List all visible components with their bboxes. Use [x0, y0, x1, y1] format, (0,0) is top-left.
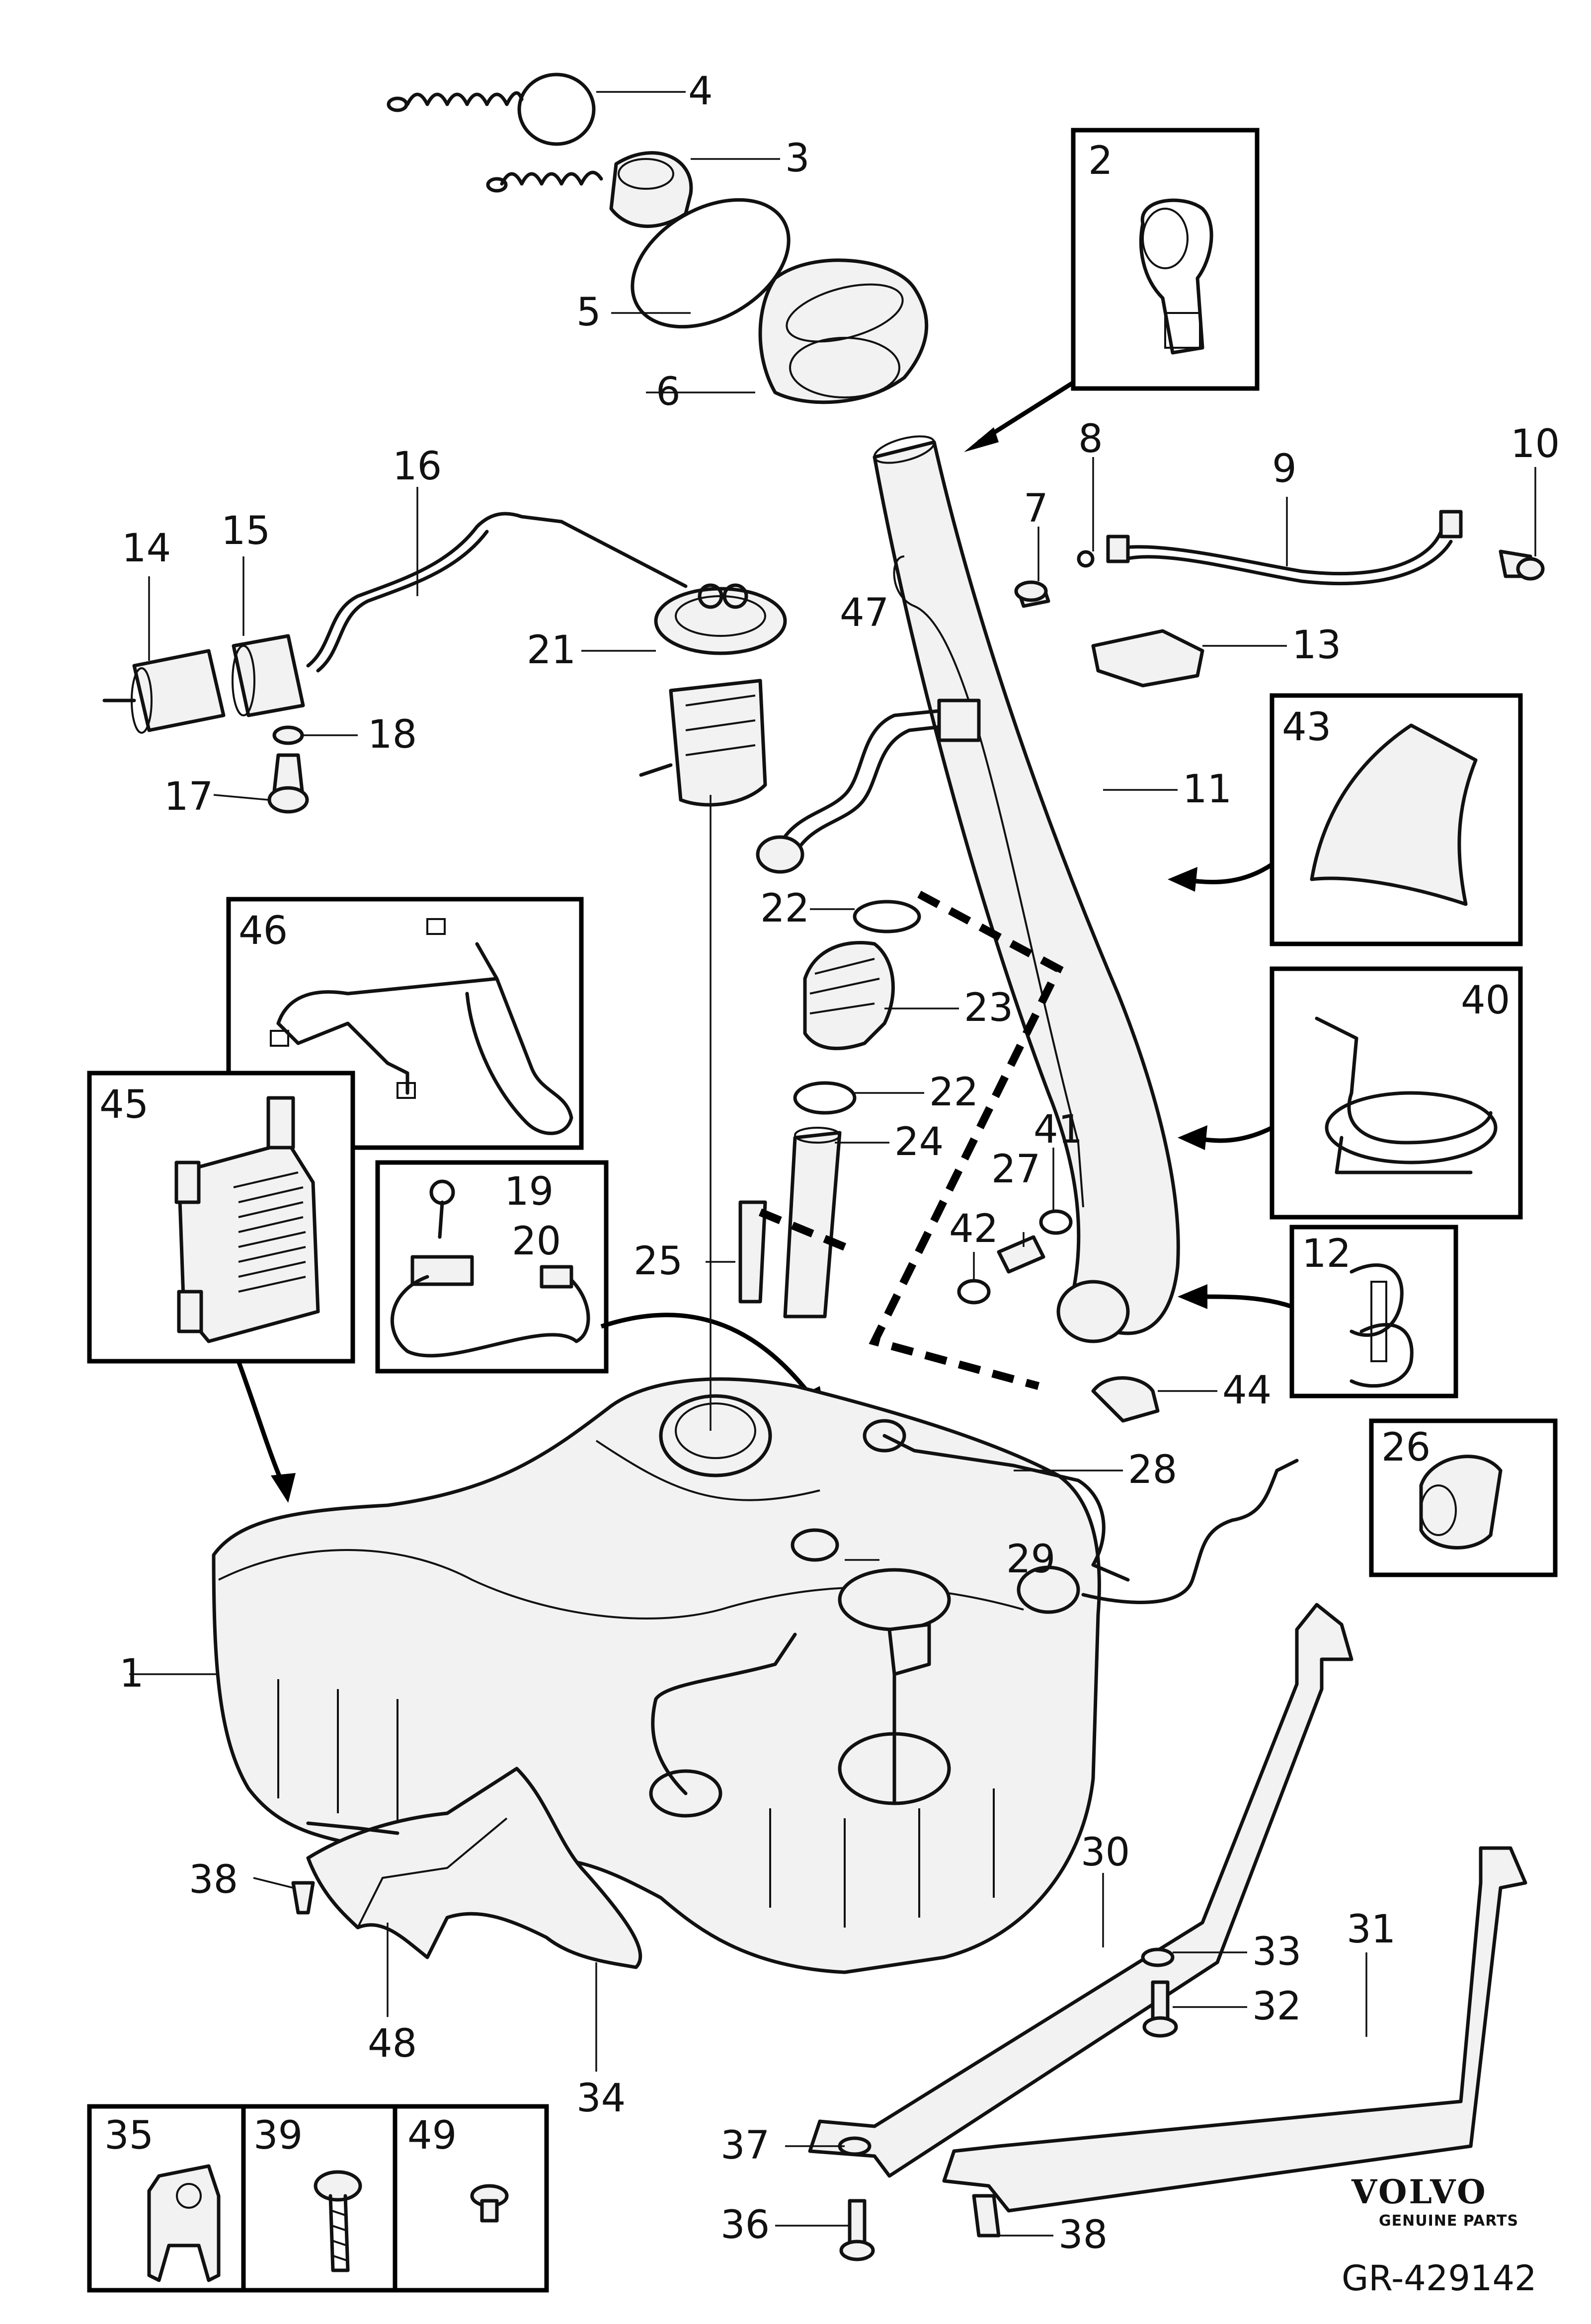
callout-48: 47: [840, 591, 889, 635]
callout-2: 2: [1088, 139, 1113, 183]
callout-43: 42: [949, 1207, 998, 1251]
detail-box-27: [1369, 1418, 1558, 1577]
callout-14: 14: [122, 526, 171, 571]
callout-13: 13: [1292, 623, 1341, 668]
brand-block: VOLVO GENUINE PARTS GR-429142: [1342, 2172, 1537, 2299]
callout-36: 36: [720, 2203, 770, 2247]
callout-15: 15: [221, 509, 270, 553]
diagram-reference: GR-429142: [1342, 2258, 1537, 2299]
filler-pipe: [873, 435, 1180, 1343]
callout-10: 10: [1511, 422, 1560, 466]
callout-39: 38: [189, 1858, 238, 1902]
callout-40: 39: [253, 2113, 303, 2158]
filler-cap: [486, 151, 693, 228]
callout-31: 31: [1347, 1907, 1396, 1952]
bracket: [1091, 629, 1204, 688]
leader-lines: [129, 91, 1536, 2237]
filler-housing: [758, 258, 929, 404]
detail-box-41: [1270, 966, 1523, 1220]
callout-6: 6: [656, 370, 681, 414]
detail-box-44: [1270, 693, 1523, 946]
callout-28: 28: [1128, 1448, 1177, 1492]
detail-box-46: [87, 1071, 355, 1364]
callout-24: 24: [894, 1120, 944, 1164]
callout-20: 20: [512, 1219, 561, 1264]
callout-5: 5: [576, 290, 601, 335]
callout-47: 46: [239, 909, 288, 953]
detail-box-2: [1071, 128, 1260, 391]
callout-4: 4: [688, 69, 713, 114]
vent-hose: [756, 698, 981, 874]
callout-23: 23: [964, 986, 1013, 1030]
callout-25: 25: [634, 1239, 683, 1284]
callout-49: 48: [368, 2021, 417, 2066]
snap-ring: [631, 198, 791, 329]
callout-37: 37: [720, 2123, 770, 2168]
callout-30: 30: [1081, 1830, 1130, 1875]
callout-labels: 4 3 5 6 2 7 8 9 10 11 13 43 40 12 26 14 …: [99, 69, 1560, 2257]
brand-tagline: GENUINE PARTS: [1379, 2212, 1518, 2230]
screw: [291, 1881, 315, 1915]
callout-19: 19: [504, 1169, 554, 1214]
callout-16: 16: [393, 444, 442, 489]
callout-21: 21: [527, 628, 576, 673]
callout-42: 41: [1034, 1107, 1083, 1152]
callout-8: 8: [1078, 417, 1103, 462]
callout-46: 45: [99, 1083, 149, 1127]
hose-pipe-group: [738, 900, 1160, 1423]
callout-38: 38: [1058, 2213, 1108, 2257]
callout-18: 18: [368, 712, 417, 757]
callout-22a: 22: [760, 886, 809, 931]
callout-41: 40: [1461, 978, 1510, 1023]
callout-45: 44: [1222, 1368, 1272, 1413]
callout-50: 49: [407, 2113, 457, 2158]
callout-11: 11: [1183, 767, 1232, 812]
callout-29: 29: [1006, 1537, 1055, 1582]
callout-7: 7: [1024, 486, 1048, 531]
dashed-outline: [758, 890, 1064, 1390]
brand-name: VOLVO: [1351, 2172, 1488, 2211]
callout-33: 33: [1252, 1930, 1301, 1974]
callout-26: 27: [991, 1147, 1040, 1192]
heat-shield: [306, 1767, 642, 1969]
callout-22b: 22: [929, 1070, 978, 1115]
callout-3: 3: [785, 136, 810, 181]
fuel-pump: [559, 520, 787, 807]
callout-17: 17: [164, 775, 213, 819]
callout-12: 12: [1302, 1232, 1351, 1276]
callout-1: 1: [119, 1651, 144, 1696]
callout-27: 26: [1381, 1425, 1431, 1470]
cap-tether-ring: [387, 73, 596, 146]
detail-box-35-40-50: [87, 2104, 549, 2293]
detail-box-19-20: [375, 1160, 609, 1374]
callout-34: 34: [576, 2076, 626, 2121]
filter-assembly: [102, 512, 563, 814]
callout-35: 35: [104, 2113, 154, 2158]
ground-strap-assembly: [1014, 510, 1545, 608]
callout-9: 9: [1272, 447, 1297, 491]
callout-32: 32: [1252, 1984, 1301, 2029]
detail-box-12: [1289, 1225, 1458, 1398]
callout-44: 43: [1282, 705, 1331, 750]
tank-straps: [808, 1603, 1527, 2261]
